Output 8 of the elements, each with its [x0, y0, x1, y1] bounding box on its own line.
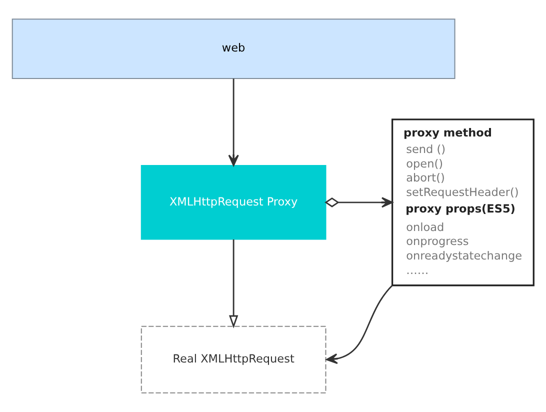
arrow [228, 78, 239, 166]
node-box: Real XMLHttpRequest [140, 326, 326, 394]
node-box: proxy method send () open() abort() setRequestHeader() proxy props(ES5) onload onprogress onreadystatechange …… [392, 118, 534, 286]
node-box: XMLHttpRequest Proxy [140, 165, 326, 240]
arrow [228, 239, 238, 328]
arrow [324, 197, 393, 208]
arrow [326, 284, 393, 364]
node-box: web [12, 18, 456, 79]
